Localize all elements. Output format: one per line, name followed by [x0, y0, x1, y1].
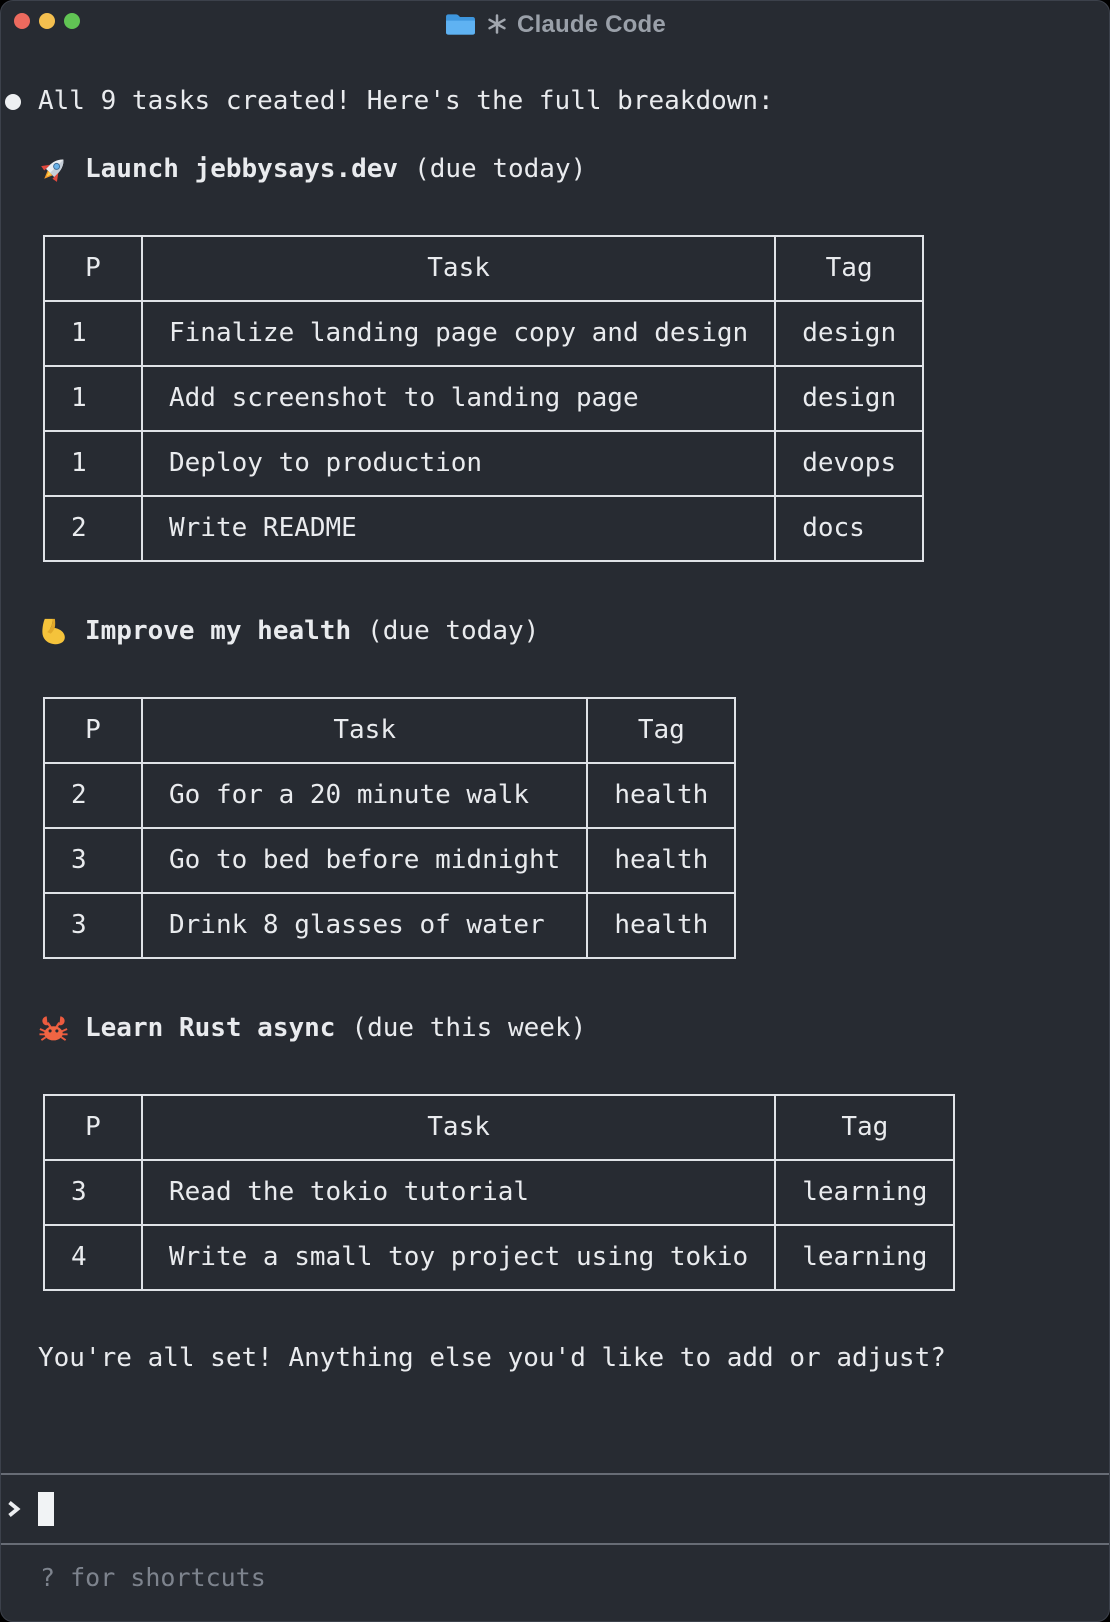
section-due-label: (due today)	[414, 153, 587, 184]
column-header-task: Task	[140, 697, 589, 764]
tag-cell: docs	[774, 495, 925, 562]
task-cell: Read the tokio tutorial	[140, 1159, 777, 1226]
footer-hint: ? for shortcuts	[40, 1563, 266, 1592]
prompt-input[interactable]	[1, 1473, 1109, 1545]
task-cell: Add screenshot to landing page	[140, 365, 777, 432]
closing-message: You're all set! Anything else you'd like…	[38, 1343, 946, 1373]
section-due-label: (due this week)	[351, 1012, 587, 1043]
priority-cell: 1	[43, 365, 143, 432]
priority-cell: 3	[43, 827, 143, 894]
section-header: Learn Rust async (due this week)	[38, 1010, 1109, 1046]
priority-cell: 3	[43, 892, 143, 959]
task-cell: Drink 8 glasses of water	[140, 892, 589, 959]
section-due-label: (due today)	[367, 615, 540, 646]
crab-icon	[38, 1013, 69, 1044]
bullet-icon	[5, 93, 21, 110]
priority-cell: 3	[43, 1159, 143, 1226]
column-header-tag: Tag	[774, 1094, 956, 1161]
column-header-p: P	[43, 235, 143, 302]
task-cell: Go for a 20 minute walk	[140, 762, 589, 829]
tag-cell: design	[774, 300, 925, 367]
priority-cell: 2	[43, 762, 143, 829]
priority-cell: 1	[43, 300, 143, 367]
rocket-icon	[38, 154, 69, 185]
priority-cell: 4	[43, 1224, 143, 1291]
section-header: Launch jebbysays.dev (due today)	[38, 151, 1109, 187]
asterisk-icon	[486, 13, 508, 35]
column-header-tag: Tag	[774, 235, 925, 302]
tag-cell: devops	[774, 430, 925, 497]
tag-cell: health	[586, 892, 737, 959]
priority-cell: 1	[43, 430, 143, 497]
window-title-text: Claude Code	[517, 10, 666, 38]
section-header: Improve my health (due today)	[38, 613, 1109, 649]
task-cell: Write a small toy project using tokio	[140, 1224, 777, 1291]
prompt-chevron-icon	[6, 1494, 21, 1524]
task-cell: Go to bed before midnight	[140, 827, 589, 894]
text-cursor	[38, 1492, 54, 1526]
tag-cell: learning	[774, 1159, 956, 1226]
folder-icon	[444, 11, 477, 38]
task-cell: Deploy to production	[140, 430, 777, 497]
priority-cell: 2	[43, 495, 143, 562]
biceps-icon	[38, 616, 69, 647]
assistant-message: All 9 tasks created! Here's the full bre…	[5, 85, 1109, 118]
column-header-p: P	[43, 1094, 143, 1161]
section-title: Launch jebbysays.dev	[85, 153, 399, 184]
window-title: Claude Code	[444, 8, 666, 41]
close-button[interactable]	[14, 13, 30, 29]
column-header-task: Task	[140, 235, 777, 302]
tag-cell: health	[586, 762, 737, 829]
tag-cell: learning	[774, 1224, 956, 1291]
tag-cell: design	[774, 365, 925, 432]
traffic-lights	[14, 13, 80, 29]
section-title: Learn Rust async	[85, 1012, 336, 1043]
column-header-tag: Tag	[586, 697, 737, 764]
zoom-button[interactable]	[64, 13, 80, 29]
minimize-button[interactable]	[39, 13, 55, 29]
titlebar: Claude Code	[1, 1, 1109, 43]
column-header-task: Task	[140, 1094, 777, 1161]
task-cell: Finalize landing page copy and design	[140, 300, 777, 367]
column-header-p: P	[43, 697, 143, 764]
section-title: Improve my health	[85, 615, 352, 646]
task-cell: Write README	[140, 495, 777, 562]
message-text: All 9 tasks created! Here's the full bre…	[38, 86, 774, 116]
tag-cell: health	[586, 827, 737, 894]
